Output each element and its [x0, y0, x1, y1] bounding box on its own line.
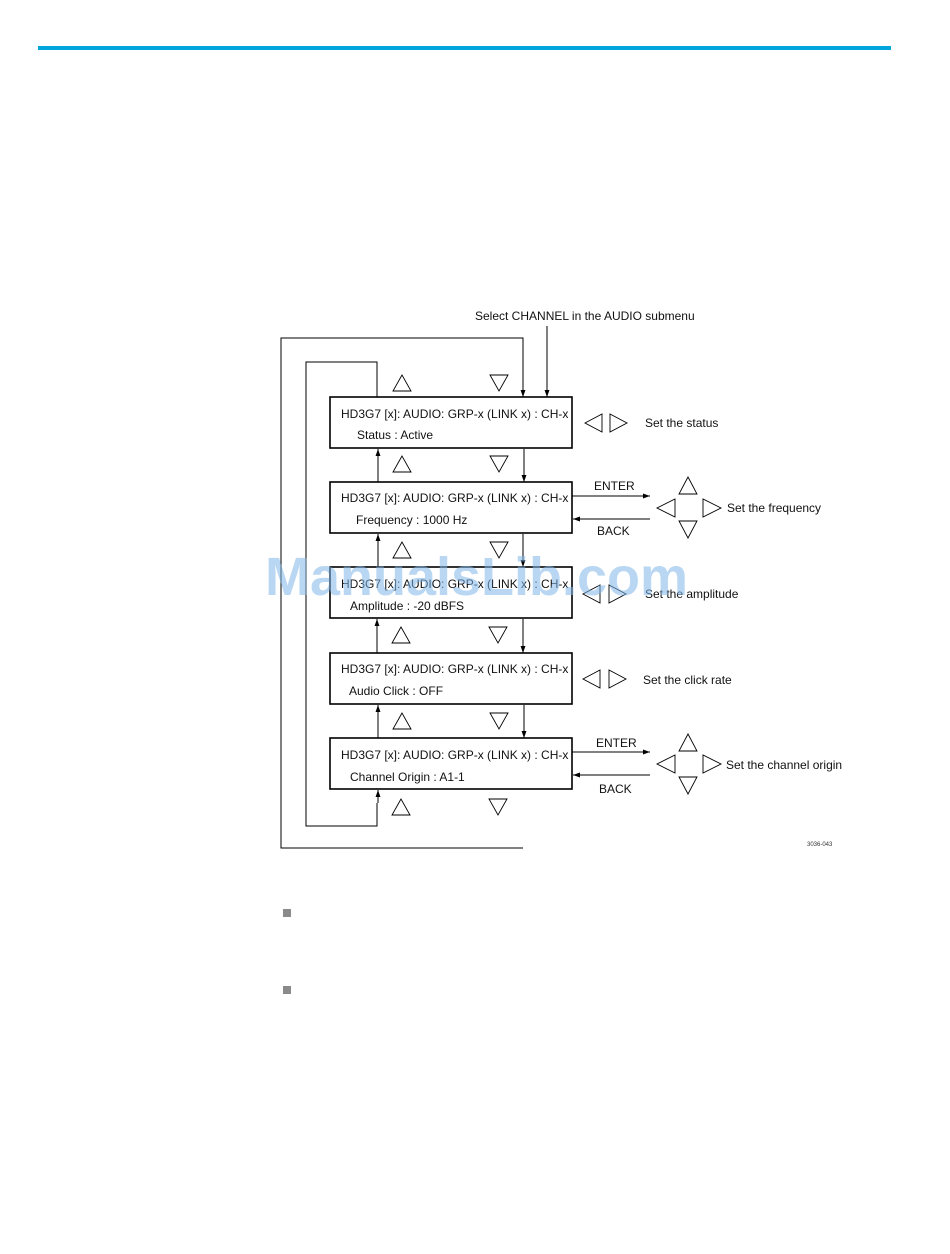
down-arrow-icon [489, 712, 509, 730]
menu-box-audio-click: HD3G7 [x]: AUDIO: GRP-x (LINK x) : CH-x … [329, 652, 573, 705]
left-arrow-icon [655, 498, 676, 518]
action-label-frequency: Set the frequency [727, 501, 821, 515]
menu-box-title: HD3G7 [x]: AUDIO: GRP-x (LINK x) : CH-x [341, 748, 568, 762]
header-note: Select CHANNEL in the AUDIO submenu [475, 309, 695, 323]
back-label: BACK [599, 782, 632, 796]
menu-box-title: HD3G7 [x]: AUDIO: GRP-x (LINK x) : CH-x [341, 407, 568, 421]
down-arrow-icon [678, 776, 698, 795]
up-arrow-icon [391, 798, 411, 816]
up-arrow-icon [392, 455, 412, 473]
menu-box-title: HD3G7 [x]: AUDIO: GRP-x (LINK x) : CH-x [341, 577, 568, 591]
right-arrow-icon [608, 669, 627, 689]
right-arrow-icon [609, 413, 628, 433]
right-arrow-icon [702, 498, 723, 518]
action-label-status: Set the status [645, 416, 718, 430]
menu-box-title: HD3G7 [x]: AUDIO: GRP-x (LINK x) : CH-x [341, 662, 568, 676]
menu-box-frequency: HD3G7 [x]: AUDIO: GRP-x (LINK x) : CH-x … [329, 481, 573, 534]
right-arrow-icon [608, 584, 627, 604]
outer-loop-arrow [280, 337, 526, 849]
bullet-icon [283, 909, 291, 917]
left-arrow-icon [655, 754, 676, 774]
menu-box-value: Status : Active [357, 428, 433, 442]
menu-box-value: Frequency : 1000 Hz [356, 513, 467, 527]
up-arrow-icon [678, 733, 698, 752]
left-arrow-icon [582, 584, 601, 604]
header-rule [38, 46, 891, 50]
down-arrow-icon [489, 455, 509, 473]
enter-label: ENTER [596, 736, 637, 750]
menu-box-amplitude: HD3G7 [x]: AUDIO: GRP-x (LINK x) : CH-x … [329, 566, 573, 619]
figure-id: 3036-043 [807, 842, 833, 848]
menu-box-value: Amplitude : -20 dBFS [350, 599, 464, 613]
menu-box-value: Channel Origin : A1-1 [350, 770, 465, 784]
down-arrow-icon [678, 520, 698, 539]
left-arrow-icon [584, 413, 603, 433]
watermark: ManualsLib.com [265, 547, 688, 607]
menu-box-title: HD3G7 [x]: AUDIO: GRP-x (LINK x) : CH-x [341, 491, 568, 505]
up-arrow-icon [392, 374, 412, 392]
up-arrow-icon [392, 712, 412, 730]
bullet-icon [283, 986, 291, 994]
back-label: BACK [597, 524, 630, 538]
left-arrow-icon [582, 669, 601, 689]
action-label-click-rate: Set the click rate [643, 673, 732, 687]
menu-box-value: Audio Click : OFF [349, 684, 443, 698]
action-label-channel-origin: Set the channel origin [726, 758, 842, 772]
down-arrow-icon [488, 798, 508, 816]
menu-box-status: HD3G7 [x]: AUDIO: GRP-x (LINK x) : CH-x … [329, 396, 573, 449]
down-arrow-icon [489, 374, 509, 392]
down-arrow-icon [489, 541, 509, 559]
menu-box-channel-origin: HD3G7 [x]: AUDIO: GRP-x (LINK x) : CH-x … [329, 737, 573, 790]
right-arrow-icon [702, 754, 723, 774]
inner-loop-line [305, 361, 378, 827]
up-arrow-icon [392, 541, 412, 559]
up-arrow-icon [391, 626, 411, 644]
action-label-amplitude: Set the amplitude [645, 587, 739, 601]
enter-label: ENTER [594, 479, 635, 493]
down-arrow-icon [488, 626, 508, 644]
up-arrow-icon [678, 476, 698, 495]
